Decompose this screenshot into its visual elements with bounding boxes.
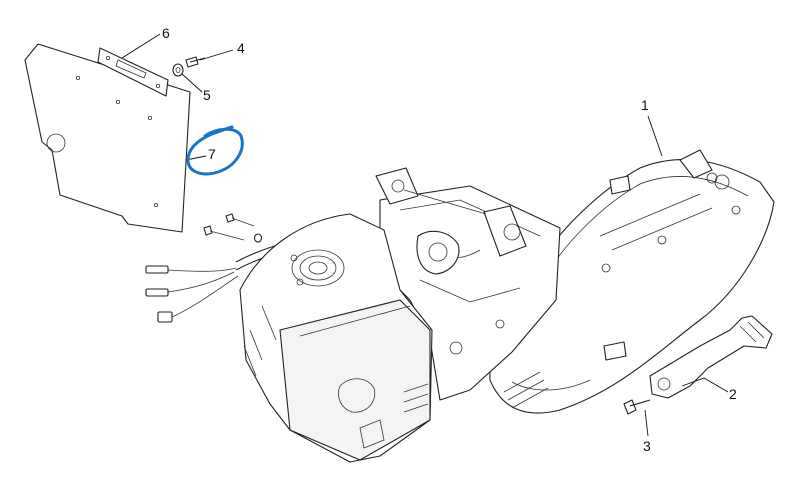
lever-bolt [623, 399, 651, 415]
washer [172, 63, 184, 77]
callout-3: 3 [643, 438, 651, 454]
leader-lines [121, 33, 729, 437]
mounting-bracket [97, 47, 169, 97]
callout-1: 1 [641, 97, 649, 113]
bolt-top [185, 56, 206, 68]
callout-4: 4 [237, 40, 245, 56]
callout-7: 7 [208, 146, 216, 162]
callout-5: 5 [203, 87, 211, 103]
callout-2: 2 [729, 386, 737, 402]
highlight-circle [186, 125, 244, 176]
screw-pair [203, 213, 263, 243]
callout-6: 6 [162, 25, 170, 41]
engine-assembly [239, 149, 775, 463]
kick-start-lever [649, 315, 773, 399]
heat-shield-plate [24, 43, 191, 233]
